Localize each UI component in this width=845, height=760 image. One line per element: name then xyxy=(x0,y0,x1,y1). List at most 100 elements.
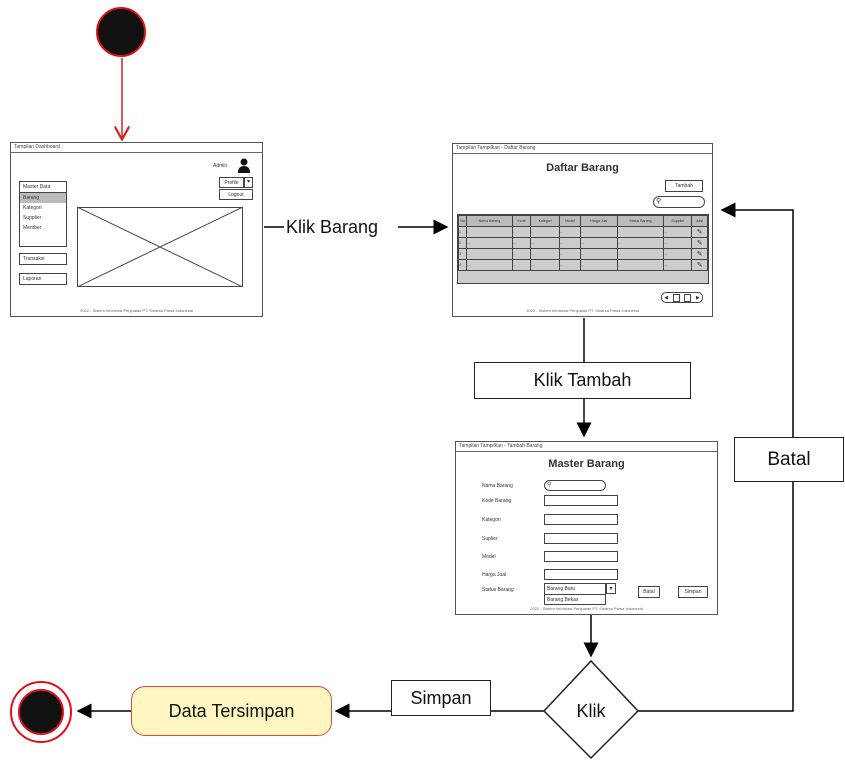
model-input[interactable] xyxy=(544,551,618,562)
nama-barang-input[interactable]: ⚲ xyxy=(544,480,606,491)
profile-dropdown-arrow[interactable]: ▾ xyxy=(244,177,253,188)
simpan-label: Simpan xyxy=(684,589,702,595)
table-cell: ... xyxy=(511,226,532,238)
user-icon xyxy=(238,158,250,173)
harga-jual-input[interactable] xyxy=(544,569,618,580)
col-harga-jual: Harga Jual xyxy=(580,215,618,227)
master-barang-footer: 2022 - Sistem Informasi Penjualan PT. Si… xyxy=(530,606,643,611)
suplier-input[interactable] xyxy=(544,533,618,544)
table-cell: ... xyxy=(580,226,618,238)
edit-icon[interactable]: ✎ xyxy=(691,226,708,238)
col-nama-barang: Nama Barang xyxy=(466,215,513,227)
logout-button[interactable]: Logout xyxy=(219,189,253,200)
batal-button[interactable]: Batal xyxy=(638,586,660,598)
decision-diamond xyxy=(542,659,640,760)
kategori-input[interactable] xyxy=(544,514,618,525)
master-barang-heading: Master Barang xyxy=(548,458,625,470)
tambah-button[interactable]: Tambah xyxy=(665,180,703,192)
table-cell: ... xyxy=(466,226,513,238)
dashboard-footer: 2022 - Sistem Informasi Penjualan PT. Si… xyxy=(80,308,193,313)
label-kode-barang: Kode Barang xyxy=(482,498,512,504)
search-box[interactable]: ⚲ xyxy=(653,196,705,208)
table-cell: ... xyxy=(580,237,618,249)
status-option-bekas[interactable]: Barang Bekas xyxy=(547,597,579,603)
barang-table: No Nama Barang Kode Kategori Model Harga… xyxy=(458,215,708,271)
menu-header: Master Data xyxy=(20,182,66,193)
edit-icon[interactable]: ✎ xyxy=(691,259,708,271)
search-icon: ⚲ xyxy=(656,198,662,205)
label-harga-jual: Harga Jual xyxy=(482,572,507,578)
table-cell: 2 xyxy=(458,237,467,249)
status-barang-select[interactable]: Barang Baru Barang Bekas xyxy=(544,583,606,605)
edit-icon[interactable]: ✎ xyxy=(691,248,708,260)
col-model: Model xyxy=(558,215,582,227)
search-icon: ⚲ xyxy=(547,482,552,488)
table-cell: 3 xyxy=(458,248,467,260)
start-node xyxy=(96,7,146,57)
table-cell: ... xyxy=(530,237,560,249)
col-no: No xyxy=(458,215,467,227)
table-cell: ... xyxy=(530,259,560,271)
table-cell: ... xyxy=(616,237,665,249)
dashboard-title: Tampilan Dashboard xyxy=(11,143,262,153)
col-kode: Kode xyxy=(511,215,532,227)
table-cell: ... xyxy=(663,248,693,260)
transaksi-button[interactable]: Transaksi xyxy=(19,253,67,265)
master-barang-title: Tampilan Tampilkan - Tambah Barang xyxy=(456,442,717,452)
laporan-button[interactable]: Laporan xyxy=(19,273,67,285)
label-kategori: Kategori xyxy=(482,517,501,523)
col-kategori: Kategori xyxy=(530,215,560,227)
menu-item-supplier[interactable]: Supplier xyxy=(23,215,42,221)
table-cell: ... xyxy=(558,237,582,249)
dashboard-wireframe: Tampilan Dashboard Admin Profile ▾ Logou… xyxy=(10,142,263,317)
label-status-barang: Status Barang xyxy=(482,587,514,593)
table-cell: 4 xyxy=(458,259,467,271)
decision-label: Klik xyxy=(576,700,606,721)
table-cell: ... xyxy=(511,248,532,260)
table-cell: ... xyxy=(558,226,582,238)
table-row: 3 ... ... ... ... ... ... ... ✎ xyxy=(458,248,708,260)
image-placeholder xyxy=(77,207,243,287)
table-cell: ... xyxy=(558,259,582,271)
logout-label: Logout xyxy=(228,192,244,198)
table-cell: ... xyxy=(511,259,532,271)
page-prev-icon[interactable]: ◀ xyxy=(664,294,669,301)
page-next-icon[interactable]: ▶ xyxy=(695,294,700,301)
daftar-barang-title: Tampilan Tampilkan - Daftar Barang xyxy=(453,144,712,154)
batal-label: Batal xyxy=(643,589,655,595)
status-option-baru[interactable]: Barang Baru xyxy=(545,584,605,595)
table-cell: ... xyxy=(466,259,513,271)
label-model: Model xyxy=(482,554,496,560)
table-cell: ... xyxy=(616,248,665,260)
page-icon[interactable] xyxy=(672,293,680,302)
edge-label-klik-tambah: Klik Tambah xyxy=(474,362,691,399)
data-tersimpan-node: Data Tersimpan xyxy=(131,686,332,736)
table-cell: ... xyxy=(580,259,618,271)
simpan-button[interactable]: Simpan xyxy=(678,586,708,598)
edge-label-simpan: Simpan xyxy=(391,680,491,716)
edge-label-batal: Batal xyxy=(734,437,844,482)
edge-label-klik-barang: Klik Barang xyxy=(284,216,381,238)
page-icon[interactable] xyxy=(684,293,692,302)
table-header-row: No Nama Barang Kode Kategori Model Harga… xyxy=(458,215,708,227)
pagination[interactable]: ◀ ▶ xyxy=(661,292,703,303)
profile-dropdown[interactable]: Profile xyxy=(219,177,244,188)
label-suplier: Suplier xyxy=(482,536,498,542)
kode-barang-input[interactable] xyxy=(544,495,618,506)
status-dropdown-arrow[interactable]: ▾ xyxy=(606,583,616,594)
table-row: 4 ... ... ... ... ... ... ... ✎ xyxy=(458,259,708,271)
transaksi-label: Transaksi xyxy=(23,256,45,262)
barang-table-wrap: No Nama Barang Kode Kategori Model Harga… xyxy=(457,214,709,284)
table-cell: ... xyxy=(616,259,665,271)
menu-item-member[interactable]: Member xyxy=(23,225,42,231)
laporan-label: Laporan xyxy=(23,276,42,282)
col-supplier: Supplier xyxy=(663,215,693,227)
menu-item-barang[interactable]: Barang xyxy=(20,193,66,203)
menu-item-kategori[interactable]: Kategori xyxy=(23,205,42,211)
table-cell: ... xyxy=(580,248,618,260)
table-cell: ... xyxy=(511,237,532,249)
edit-icon[interactable]: ✎ xyxy=(691,237,708,249)
table-row: 2 ... ... ... ... ... ... ... ✎ xyxy=(458,237,708,249)
table-cell: 1 xyxy=(458,226,467,238)
